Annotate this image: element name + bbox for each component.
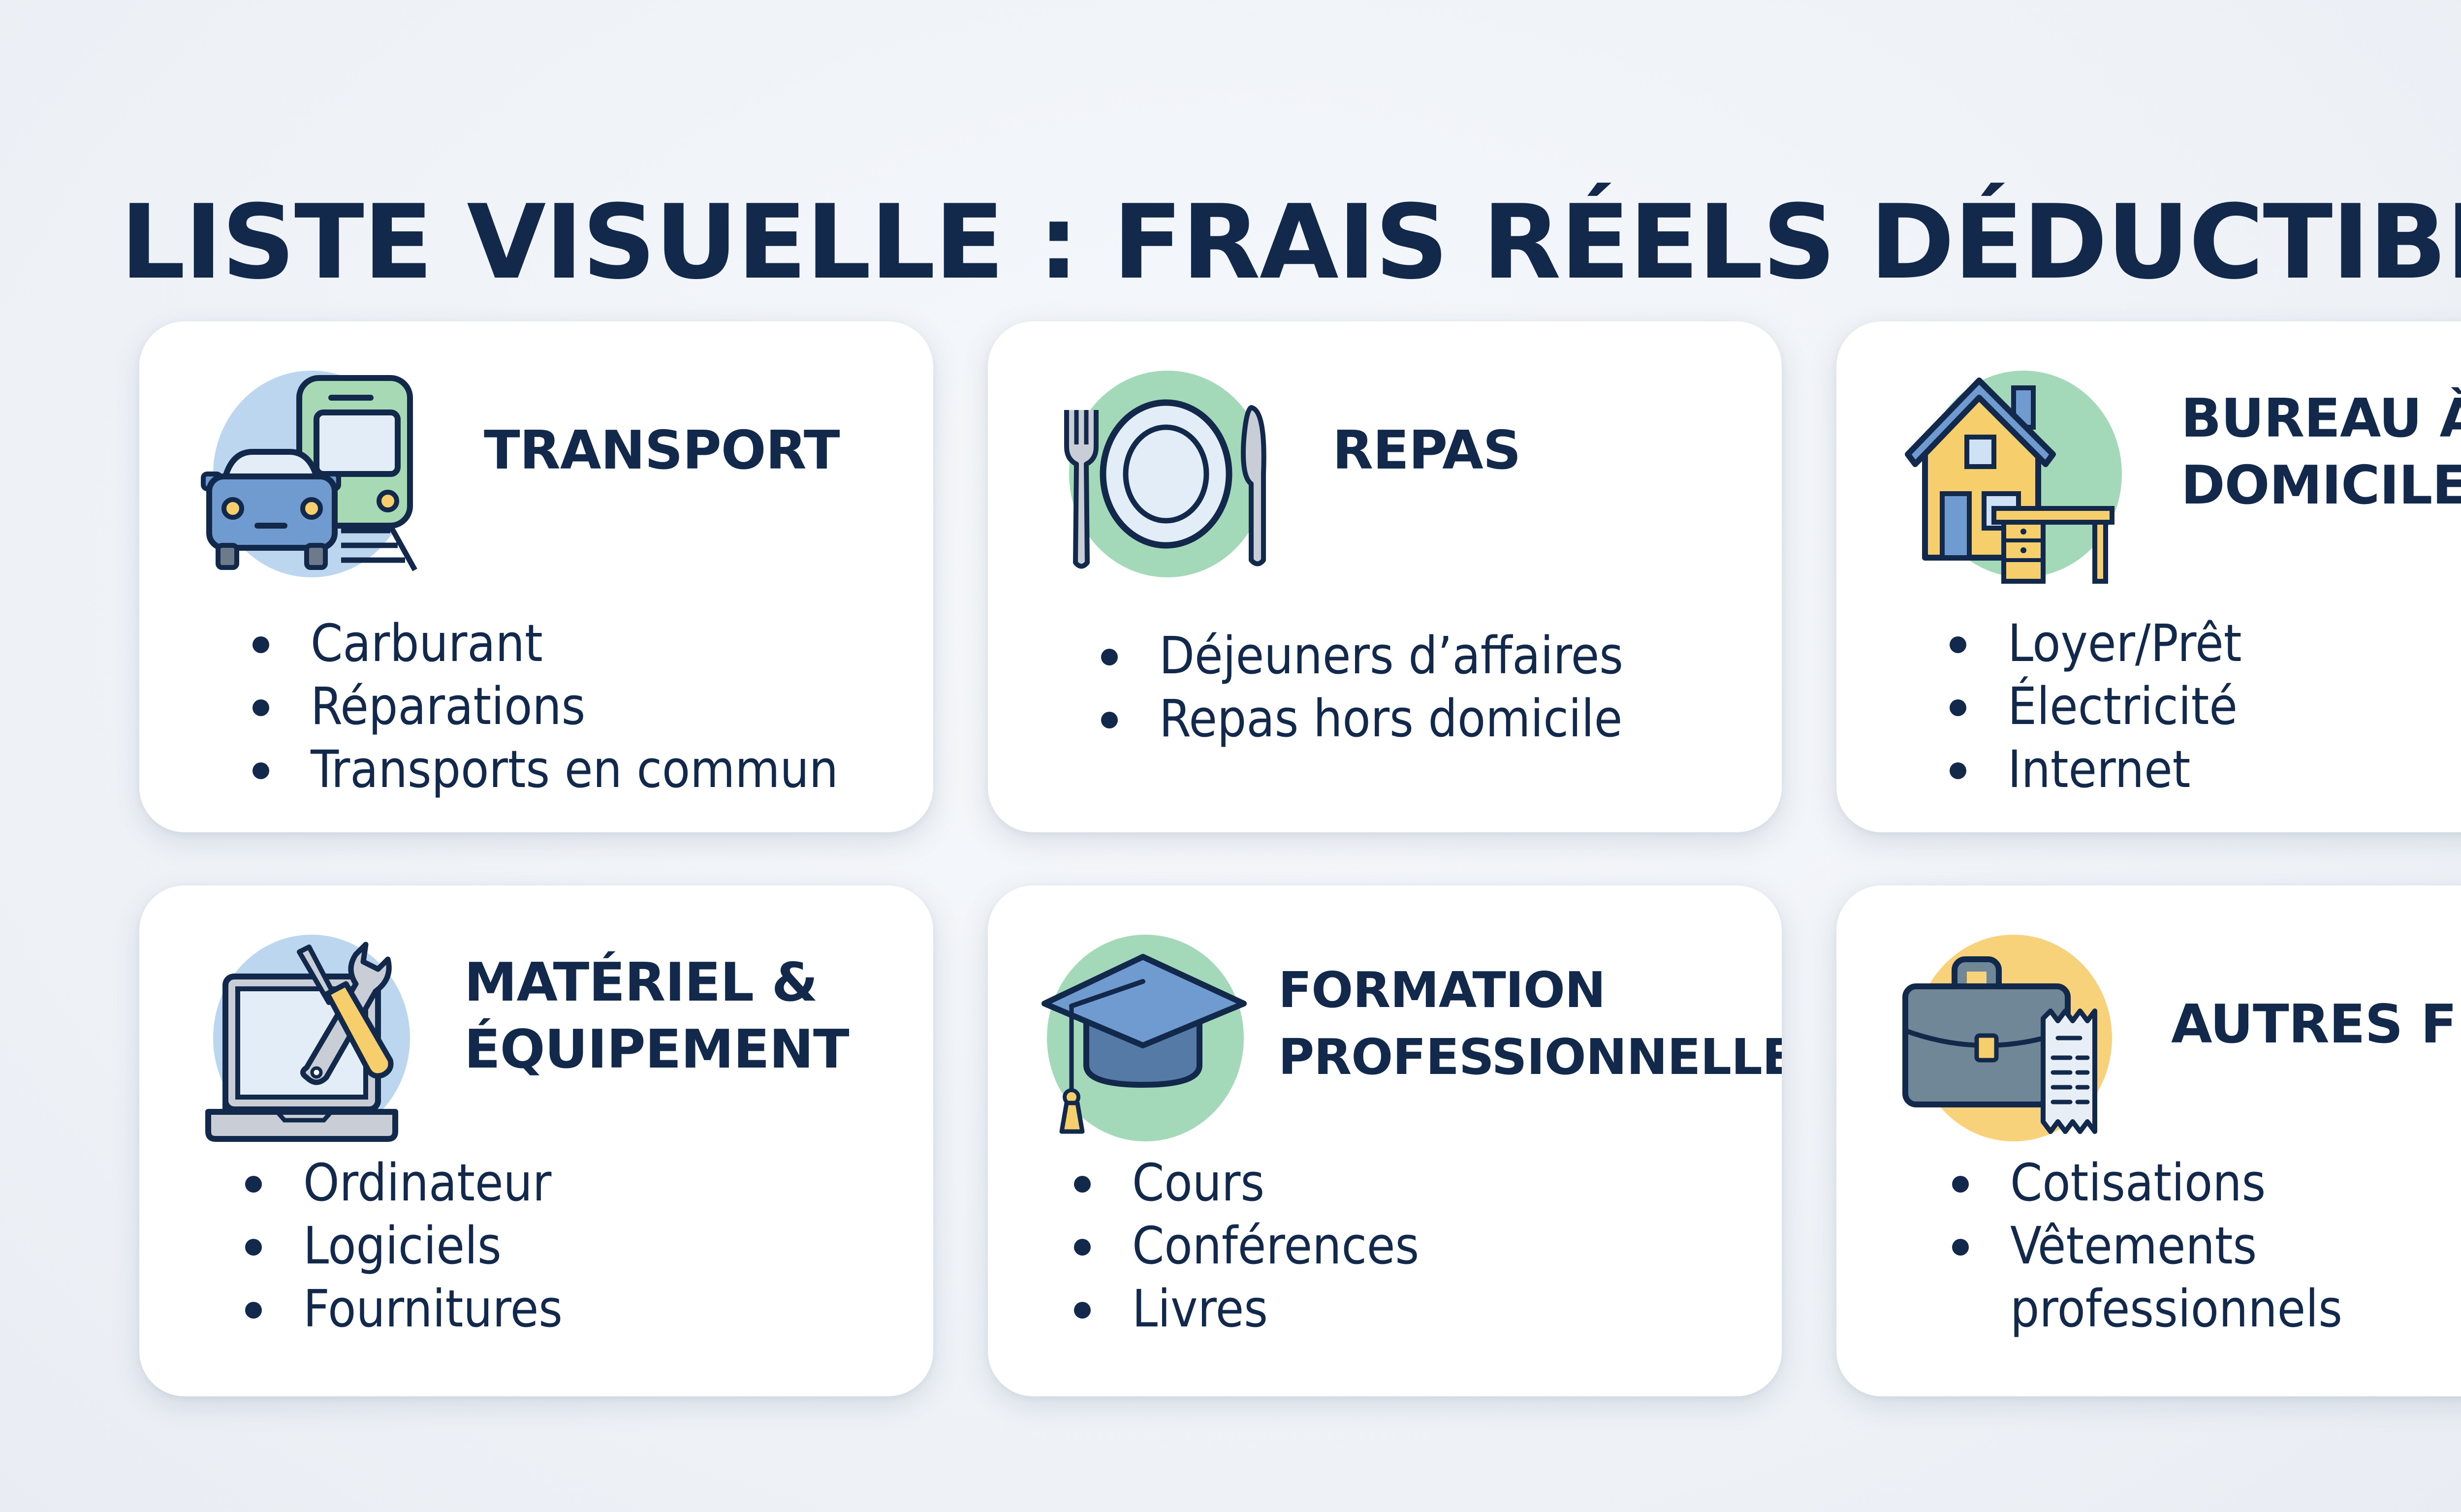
card-formation-professionnelle: FORMATION PROFESSIONNELLE Cours Conféren… — [988, 885, 1782, 1396]
item-list: Cours Conférences Livres — [1074, 1151, 1762, 1340]
bullet-icon — [252, 762, 269, 779]
list-item: Déjeuners d’affaires — [1101, 624, 1762, 687]
plate-fork-knife-icon — [1047, 361, 1273, 587]
list-item: Transports en commun — [252, 738, 914, 801]
bullet-icon — [245, 1176, 262, 1193]
item-list: Cotisations Vêtements professionnels — [1952, 1151, 2461, 1340]
list-item: Conférences — [1074, 1214, 1762, 1277]
list-item: Vêtements professionnels — [1952, 1214, 2461, 1340]
page-title: LISTE VISUELLE : FRAIS RÉELS DÉDUCTIBLES — [120, 183, 2461, 303]
list-item: Carburant — [252, 612, 914, 675]
list-item: Loyer/Prêt — [1950, 612, 2461, 675]
card-title: TRANSPORT — [484, 420, 840, 481]
expense-categories-grid: TRANSPORT Carburant Réparations Transpor… — [139, 321, 2461, 1396]
bullet-icon — [1101, 649, 1118, 665]
card-transport: TRANSPORT Carburant Réparations Transpor… — [139, 321, 933, 832]
bullet-icon — [1074, 1176, 1091, 1193]
house-desk-icon — [1895, 361, 2122, 587]
bullet-icon — [1101, 712, 1118, 728]
card-autres-frais: AUTRES FRAIS Cotisations Vêtements profe… — [1836, 885, 2461, 1396]
card-materiel-equipement: MATÉRIEL & ÉQUIPEMENT Ordinateur Logicie… — [139, 885, 933, 1396]
car-train-icon — [198, 361, 425, 587]
card-title: BUREAU À DOMICILE — [2181, 388, 2461, 516]
list-item: Cours — [1074, 1151, 1762, 1214]
list-item: Repas hors domicile — [1101, 687, 1762, 750]
bullet-icon — [1074, 1239, 1091, 1256]
list-item: Fournitures — [245, 1277, 914, 1340]
card-title: FORMATION PROFESSIONNELLE — [1278, 961, 1782, 1086]
card-bureau-domicile: BUREAU À DOMICILE Loyer/Prêt Électricité… — [1836, 321, 2461, 832]
card-title: MATÉRIEL & ÉQUIPEMENT — [464, 952, 850, 1080]
bullet-icon — [245, 1302, 262, 1319]
list-item: Ordinateur — [245, 1151, 914, 1214]
item-list: Loyer/Prêt Électricité Internet — [1950, 612, 2461, 801]
list-item: Cotisations — [1952, 1151, 2461, 1214]
list-item: Livres — [1074, 1277, 1762, 1340]
briefcase-receipt-icon — [1895, 925, 2122, 1151]
bullet-icon — [1950, 762, 1966, 779]
card-title: REPAS — [1332, 420, 1521, 481]
item-list: Déjeuners d’affaires Repas hors domicile — [1101, 624, 1762, 750]
list-item: Électricité — [1950, 675, 2461, 738]
bullet-icon — [252, 699, 269, 716]
graduation-cap-icon — [1037, 925, 1263, 1151]
bullet-icon — [1952, 1176, 1969, 1193]
list-item: Internet — [1950, 738, 2461, 801]
bullet-icon — [1952, 1239, 1969, 1256]
bullet-icon — [1950, 699, 1966, 716]
item-list: Ordinateur Logiciels Fournitures — [245, 1151, 914, 1340]
laptop-tools-icon — [198, 925, 425, 1151]
list-item: Logiciels — [245, 1214, 914, 1277]
list-item: Réparations — [252, 675, 914, 738]
card-title: AUTRES FRAIS — [2171, 994, 2461, 1055]
bullet-icon — [1950, 636, 1966, 653]
bullet-icon — [252, 636, 269, 653]
item-list: Carburant Réparations Transports en comm… — [252, 612, 914, 801]
bullet-icon — [1074, 1302, 1091, 1319]
card-repas: REPAS Déjeuners d’affaires Repas hors do… — [988, 321, 1782, 832]
bullet-icon — [245, 1239, 262, 1256]
